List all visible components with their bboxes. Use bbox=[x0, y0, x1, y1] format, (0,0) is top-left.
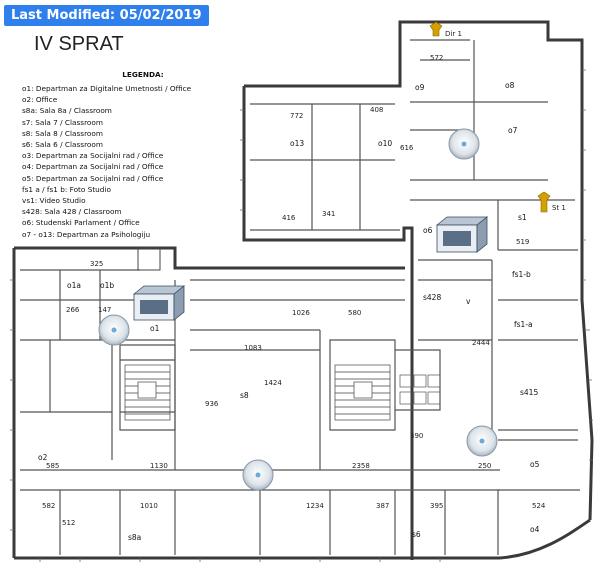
stair-label-dir1: Dir 1 bbox=[445, 30, 462, 38]
dim-label: 1010 bbox=[140, 502, 158, 510]
legend-item: s428: Sala 428 / Classroom bbox=[22, 207, 122, 217]
access-point-icon bbox=[466, 425, 498, 457]
room-o1a: o1a bbox=[67, 281, 81, 290]
dim-label: 512 bbox=[62, 519, 75, 527]
room-o13: o13 bbox=[290, 139, 304, 148]
dim-label: 147 bbox=[98, 306, 111, 314]
legend-item: o3: Departman za Socijalni rad / Office bbox=[22, 151, 164, 161]
room-s6: s6 bbox=[412, 530, 421, 539]
room-o6: o6 bbox=[423, 226, 433, 235]
room-v: v bbox=[466, 297, 471, 306]
room-s415: s415 bbox=[520, 388, 538, 397]
legend-item: s8: Sala 8 / Classroom bbox=[22, 128, 103, 138]
dim-label: 2444 bbox=[472, 339, 490, 347]
access-point-icon bbox=[242, 459, 274, 491]
room-o2: o2 bbox=[38, 453, 48, 462]
network-switch-icon bbox=[132, 285, 186, 321]
legend-item: s6: Sala 6 / Classroom bbox=[22, 140, 103, 150]
legend: LEGENDA: o1: Departman za Digitalne Umet… bbox=[22, 70, 252, 240]
room-s428: s428 bbox=[423, 293, 441, 302]
legend-item: o5: Departman za Socijalni rad / Office bbox=[22, 173, 164, 183]
access-point-icon bbox=[448, 128, 480, 160]
dim-label: 2358 bbox=[352, 462, 370, 470]
network-switch-icon bbox=[435, 216, 489, 253]
dim-label: 250 bbox=[478, 462, 491, 470]
dim-label: 1083 bbox=[244, 344, 262, 352]
dim-label: 524 bbox=[532, 502, 546, 510]
dim-label: 585 bbox=[46, 462, 59, 470]
dim-label: 266 bbox=[66, 306, 80, 314]
dim-label: 1234 bbox=[306, 502, 324, 510]
room-o10: o10 bbox=[378, 139, 392, 148]
last-modified-badge: Last Modified: 05/02/2019 bbox=[4, 5, 209, 26]
window-marks bbox=[10, 69, 593, 562]
legend-item: o1: Departman za Digitalne Umetnosti / O… bbox=[22, 84, 192, 93]
wall-outline bbox=[12, 20, 594, 560]
legend-title: LEGENDA: bbox=[122, 70, 164, 79]
shaft bbox=[137, 247, 161, 271]
legend-item: vs1: Video Studio bbox=[22, 196, 86, 206]
room-o7: o7 bbox=[508, 126, 518, 135]
room-o8: o8 bbox=[505, 81, 515, 90]
room-s8a: s8a bbox=[128, 533, 141, 542]
dim-label: 387 bbox=[376, 502, 389, 510]
dim-label: 616 bbox=[400, 144, 414, 152]
dim-label: 1130 bbox=[150, 462, 168, 470]
legend-item: s7: Sala 7 / Classroom bbox=[22, 117, 103, 127]
dim-label: 572 bbox=[430, 54, 443, 62]
room-fs1-b: fs1-b bbox=[512, 270, 531, 279]
legend-item: fs1 a / fs1 b: Foto Studio bbox=[22, 184, 111, 194]
floor-title: IV SPRAT bbox=[34, 33, 124, 55]
dim-label: 325 bbox=[90, 260, 103, 268]
room-o5: o5 bbox=[530, 460, 540, 469]
legend-item: s8a: Sala 8a / Classroom bbox=[22, 106, 112, 116]
stair-marker-icon: St 1 bbox=[537, 191, 566, 213]
dim-label: 390 bbox=[410, 432, 423, 440]
room-fs1-a: fs1-a bbox=[514, 320, 533, 329]
dim-label: 582 bbox=[42, 502, 55, 510]
restrooms bbox=[399, 374, 441, 405]
room-s1: s1 bbox=[518, 213, 527, 222]
dim-label: 936 bbox=[205, 400, 219, 408]
room-o1b: o1b bbox=[100, 281, 114, 290]
access-point-icon bbox=[98, 314, 130, 346]
dim-label: 580 bbox=[348, 309, 361, 317]
legend-item: o4: Departman za Socijalni rad / Office bbox=[22, 162, 164, 172]
dim-label: 1026 bbox=[292, 309, 310, 317]
dim-label: 395 bbox=[430, 502, 443, 510]
staircase-west bbox=[124, 364, 171, 421]
stair-marker-icon: Dir 1 bbox=[429, 21, 462, 38]
wall-inner bbox=[20, 39, 580, 555]
stair-label-st1: St 1 bbox=[552, 204, 566, 212]
room-o4: o4 bbox=[530, 525, 540, 534]
dim-label: 1424 bbox=[264, 379, 282, 387]
legend-item: o7 - o13: Departman za Psihologiju bbox=[22, 229, 151, 239]
room-s8: s8 bbox=[240, 391, 249, 400]
dim-label: 519 bbox=[516, 238, 529, 246]
room-o1: o1 bbox=[150, 324, 160, 333]
dim-label: 408 bbox=[370, 106, 383, 114]
dim-label: 341 bbox=[322, 210, 335, 218]
legend-item: o6: Studenski Parlament / Office bbox=[22, 218, 140, 228]
dim-label: 416 bbox=[282, 214, 296, 222]
dim-label: 772 bbox=[290, 112, 303, 120]
room-o9: o9 bbox=[415, 83, 425, 92]
staircase-central bbox=[334, 364, 391, 421]
legend-item: o2: Office bbox=[22, 95, 58, 105]
